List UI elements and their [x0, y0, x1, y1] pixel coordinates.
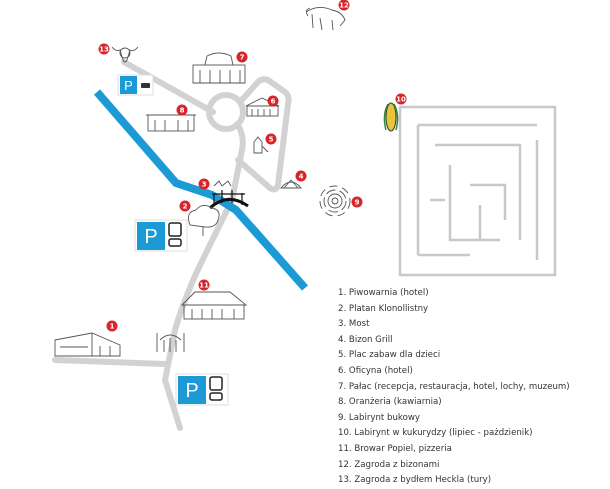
bison-icon [305, 7, 346, 31]
svg-text:9: 9 [355, 199, 360, 207]
corn-maze [398, 105, 557, 277]
roads [52, 59, 292, 431]
svg-text:P: P [185, 380, 198, 402]
map-marker-13[interactable]: 13 [98, 43, 110, 55]
car-icon [168, 238, 182, 247]
svg-text:5: 5 [269, 136, 274, 144]
river [93, 89, 308, 291]
beech-maze-icon [319, 185, 351, 217]
svg-text:12: 12 [339, 2, 349, 10]
bridge-icon [209, 190, 249, 210]
svg-text:P: P [144, 226, 157, 248]
legend-item: 10. Labirynt w kukurydzy (lipiec - pażdz… [338, 428, 533, 439]
bus-icon [209, 376, 223, 391]
parking-sign-main: P [134, 219, 188, 252]
brewery-icon [180, 291, 248, 320]
palace-icon [192, 52, 246, 84]
car-icon [141, 83, 150, 88]
legend-item: 11. Browar Popiel, pizzeria [338, 443, 452, 454]
map-marker-3[interactable]: 3 [198, 178, 210, 190]
cattle-icon [111, 46, 139, 63]
map-marker-5[interactable]: 5 [265, 133, 277, 145]
map-marker-1[interactable]: 1 [106, 320, 118, 332]
svg-text:8: 8 [180, 107, 185, 115]
map-marker-6[interactable]: 6 [267, 95, 279, 107]
map-marker-9[interactable]: 9 [351, 196, 363, 208]
map-marker-2[interactable]: 2 [179, 200, 191, 212]
legend-item: 7. Pałac (recepcja, restauracja, hotel, … [338, 381, 570, 392]
corn-icon [383, 102, 399, 132]
parking-sign-small: P [117, 74, 154, 96]
legend-item: 3. Most [338, 319, 370, 330]
hotel-brewery-icon [54, 332, 121, 357]
svg-text:11: 11 [199, 282, 209, 290]
svg-text:P: P [124, 78, 133, 93]
legend-item: 2. Platan Klonollistny [338, 303, 429, 314]
car-icon [209, 392, 223, 401]
legend-item: 8. Oranżeria (kawiarnia) [338, 397, 442, 408]
svg-text:3: 3 [202, 181, 207, 189]
svg-text:13: 13 [99, 46, 109, 54]
map-marker-7[interactable]: 7 [236, 51, 248, 63]
map-marker-12[interactable]: 12 [338, 0, 350, 11]
svg-text:2: 2 [183, 203, 188, 211]
parking-sign-south: P [175, 373, 229, 406]
playground-icon [253, 136, 269, 154]
legend-item: 1. Piwowarnia (hotel) [338, 288, 429, 298]
legend-item: 4. Bizon Grill [338, 334, 393, 345]
arrows-icon [213, 180, 232, 187]
svg-text:7: 7 [240, 54, 245, 62]
legend: 1. Piwowarnia (hotel) 2. Platan Klonolli… [338, 286, 570, 489]
svg-text:6: 6 [271, 98, 276, 106]
legend-item: 12. Zagroda z bizonami [338, 459, 440, 470]
gate-icon [156, 333, 185, 352]
orangery-icon [146, 114, 196, 132]
map-marker-8[interactable]: 8 [176, 104, 188, 116]
svg-text:1: 1 [110, 323, 115, 331]
map-marker-10[interactable]: 10 [395, 93, 407, 105]
grill-icon [280, 179, 302, 189]
svg-text:10: 10 [396, 96, 406, 104]
svg-text:4: 4 [299, 173, 304, 181]
tree-icon [188, 205, 220, 236]
bus-icon [168, 222, 182, 237]
legend-item: 13. Zagroda z bydłem Heckla (tury) [338, 475, 492, 486]
legend-item: 5. Plac zabaw dla dzieci [338, 350, 441, 361]
map-marker-4[interactable]: 4 [295, 170, 307, 182]
map-marker-11[interactable]: 11 [198, 279, 210, 291]
legend-item: 9. Labirynt bukowy [338, 412, 420, 423]
legend-item: 6. Oficyna (hotel) [338, 365, 413, 376]
